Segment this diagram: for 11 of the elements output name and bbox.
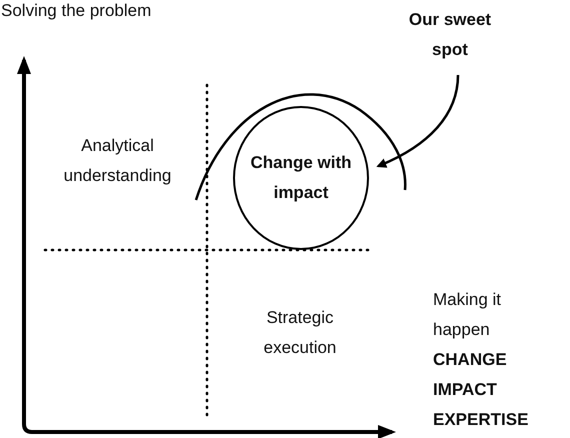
axis-keyword: CHANGE xyxy=(433,349,507,371)
axis-title: Making it happen xyxy=(433,289,502,341)
callout-text: Our sweet spot xyxy=(390,5,510,65)
node-label: Change with impact xyxy=(249,152,353,204)
arrow xyxy=(376,74,460,168)
axis-title: Solving the problem xyxy=(1,0,152,22)
axis-keyword: EXPERTISE xyxy=(433,409,528,431)
ellipse-node xyxy=(233,106,369,250)
quadrant-label: Strategic execution xyxy=(262,307,338,359)
quadrant-label: Analytical understanding xyxy=(62,135,172,187)
axis-keyword: IMPACT xyxy=(433,379,497,401)
